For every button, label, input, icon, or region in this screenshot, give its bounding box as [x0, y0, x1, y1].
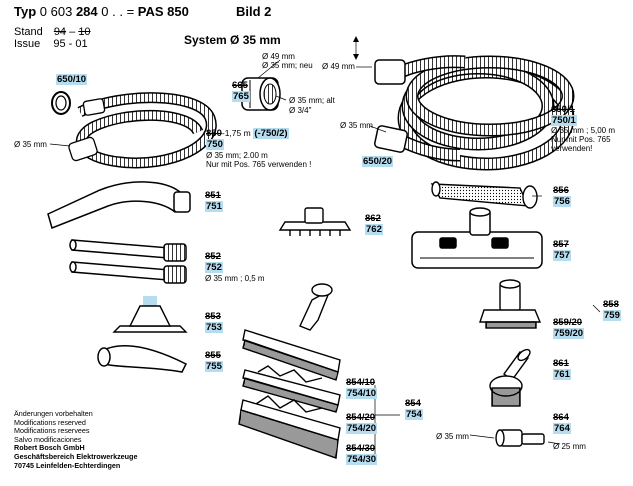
stand-new: 10	[78, 26, 91, 38]
part-858: 858	[603, 299, 619, 310]
stand-old: 94	[53, 26, 67, 38]
brush-754-drawing	[238, 283, 341, 459]
part-751: 751	[205, 201, 223, 212]
part-754-30: 754/30	[346, 454, 378, 465]
round-brush-761-drawing	[489, 348, 531, 407]
part-862: 862	[365, 213, 381, 224]
bent-tube-751-drawing	[47, 181, 191, 229]
part-850: 850	[206, 128, 222, 139]
part-750-1: 750/1	[551, 115, 577, 126]
part-854-30: 854/30	[346, 443, 376, 454]
crevice-755-drawing	[97, 345, 188, 373]
stand-sep: –	[69, 26, 76, 38]
issue-row: Issue 95 - 01	[14, 38, 88, 50]
dim-3-4: Ø 3/4"	[289, 106, 312, 115]
part-754: 754	[405, 409, 423, 420]
type-header: Typ 0 603 284 0 . . = PAS 850	[14, 4, 189, 19]
dim-35-2m: Ø 35 mm; 2.00 m	[206, 151, 268, 160]
part-854-20: 854/20	[346, 412, 376, 423]
part-752: 752	[205, 262, 223, 273]
ring-650-10-drawing	[51, 91, 71, 115]
dim-49-adapter: Ø 49 mm	[262, 52, 295, 61]
note-765-b2: verwenden!	[551, 144, 593, 153]
dim-35-hose: Ø 35 mm	[340, 121, 373, 130]
part-851: 851	[205, 190, 221, 201]
part-754-20: 754/20	[346, 423, 378, 434]
part-854: 854	[405, 398, 421, 409]
issue-value: 95 - 01	[53, 38, 88, 50]
note-765-b1: Nur mit Pos. 765	[551, 135, 611, 144]
hose-750-1-drawing	[374, 55, 575, 171]
part-754-10: 754/10	[346, 388, 378, 399]
footer: Änderungen vorbehalten Modifications res…	[14, 409, 138, 470]
leader-lines	[49, 40, 601, 455]
part-850-length: -1,75 m	[221, 128, 251, 138]
part-750: 750	[206, 139, 224, 150]
dim-35-5m: Ø 35 mm ; 5,00 m	[551, 126, 616, 135]
issue-label: Issue	[14, 38, 41, 50]
part-765: 765	[232, 91, 250, 102]
reducer-764-drawing	[495, 429, 545, 447]
part-761: 761	[553, 369, 571, 380]
upholstery-759-drawing	[479, 279, 542, 329]
stand-label: Stand	[14, 26, 43, 38]
part-750-2: (-750/2)	[253, 128, 289, 139]
footer-division: Geschäftsbereich Elektrowerkzeuge	[14, 451, 138, 461]
part-859-20: 859/20	[553, 317, 583, 328]
part-759-20: 759/20	[553, 328, 585, 339]
dim-35-reducer: Ø 35 mm	[436, 432, 469, 441]
type-number: 0 603	[39, 4, 73, 19]
hose-750-drawing	[68, 92, 217, 169]
part-855: 855	[205, 350, 221, 361]
part-650-1: 650/1	[551, 104, 575, 115]
model-name: PAS 850	[137, 4, 189, 19]
part-759: 759	[603, 310, 621, 321]
part-864: 864	[553, 412, 569, 423]
part-856: 856	[553, 185, 569, 196]
system-title: System Ø 35 mm	[184, 33, 281, 47]
part-665: 665	[232, 80, 248, 91]
part-757: 757	[553, 250, 571, 261]
type-number-bold: 284	[75, 4, 98, 19]
part-756: 756	[553, 196, 571, 207]
stand-row: Stand 94 – 10	[14, 26, 91, 38]
part-861: 861	[553, 358, 569, 369]
dim-35-old: Ø 35 mm; alt	[289, 96, 335, 105]
footer-line-3: Modifications reservees	[14, 426, 90, 436]
footer-line-1: Änderungen vorbehalten	[14, 409, 93, 418]
part-850-row: 850-1,75 m (-750/2)	[206, 128, 289, 139]
type-label: Typ	[14, 4, 37, 19]
part-857: 857	[553, 239, 569, 250]
dim-35-05m: Ø 35 mm ; 0,5 m	[205, 274, 265, 283]
part-762: 762	[365, 224, 383, 235]
adapter-765-drawing	[241, 77, 281, 111]
nozzle-762-drawing	[278, 207, 352, 236]
footer-line-4: Salvo modificaciones	[14, 434, 82, 444]
tubes-752-drawing	[69, 239, 187, 284]
dim-35-new: Ø 35 mm; neu	[262, 61, 313, 70]
note-765-a: Nur mit Pos. 765 verwenden !	[206, 160, 312, 169]
type-number-rest: 0 . . =	[101, 4, 135, 19]
part-755: 755	[205, 361, 223, 372]
part-650-10: 650/10	[56, 74, 88, 85]
floor-nozzle-757-drawing	[411, 207, 543, 269]
figure-label: Bild 2	[236, 4, 272, 19]
footer-address: 70745 Leinfelden-Echterdingen	[14, 460, 121, 470]
part-852: 852	[205, 251, 221, 262]
footer-line-2: Modifications reserved	[14, 417, 86, 427]
dim-35-left: Ø 35 mm	[14, 140, 47, 149]
part-853: 853	[205, 311, 221, 322]
footer-company: Robert Bosch GmbH	[14, 443, 85, 453]
dim-25-reducer: Ø 25 mm	[553, 442, 586, 451]
part-650-20: 650/20	[362, 156, 394, 167]
part-753: 753	[205, 322, 223, 333]
part-764: 764	[553, 423, 571, 434]
dim-49-hose: Ø 49 mm	[322, 62, 355, 71]
filter-756-drawing	[430, 181, 538, 209]
nozzle-753-drawing	[112, 296, 188, 333]
part-854-10: 854/10	[346, 377, 376, 388]
